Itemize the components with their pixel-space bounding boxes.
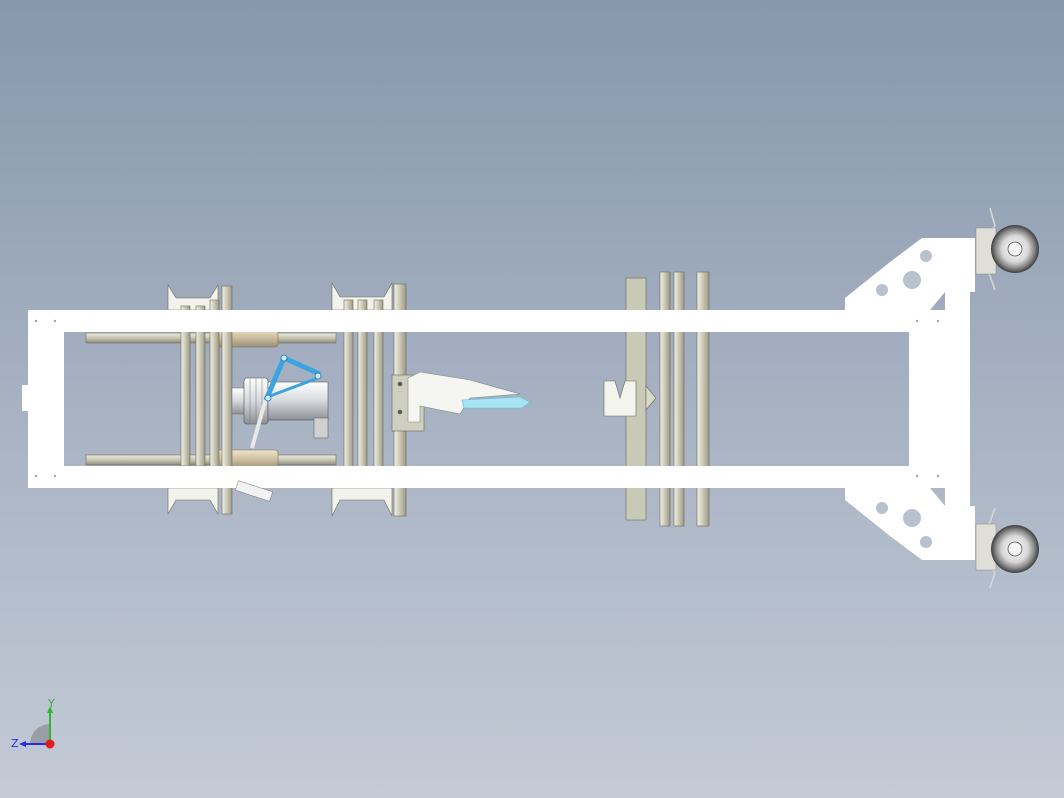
crossbar-group-right[interactable] [603, 271, 710, 527]
caster-wheel-top[interactable] [975, 207, 1039, 291]
triad-quadrant [30, 724, 50, 744]
z-axis-arrow-icon [19, 741, 26, 747]
bracket-left-bottom [167, 487, 219, 516]
main-frame[interactable] [22, 238, 975, 560]
axis-triad: Y Z [11, 697, 55, 750]
x-axis-dot-icon [45, 739, 55, 749]
y-axis-arrow-icon [47, 706, 53, 713]
v-block [603, 380, 637, 417]
highlighted-lever[interactable] [263, 354, 322, 402]
y-axis-label: Y [47, 697, 55, 710]
frame-end-right [909, 310, 945, 488]
caster-wheel-bottom[interactable] [975, 507, 1039, 589]
mount-bracket [235, 480, 273, 502]
z-axis-label: Z [11, 737, 19, 750]
frame-rail-top [28, 310, 970, 332]
tool-tip [461, 396, 531, 409]
clamp-jaw[interactable] [407, 371, 531, 423]
frame-rail-bottom [28, 466, 970, 488]
motor-assembly[interactable] [231, 377, 329, 502]
bracket-mid-bottom [331, 487, 393, 517]
